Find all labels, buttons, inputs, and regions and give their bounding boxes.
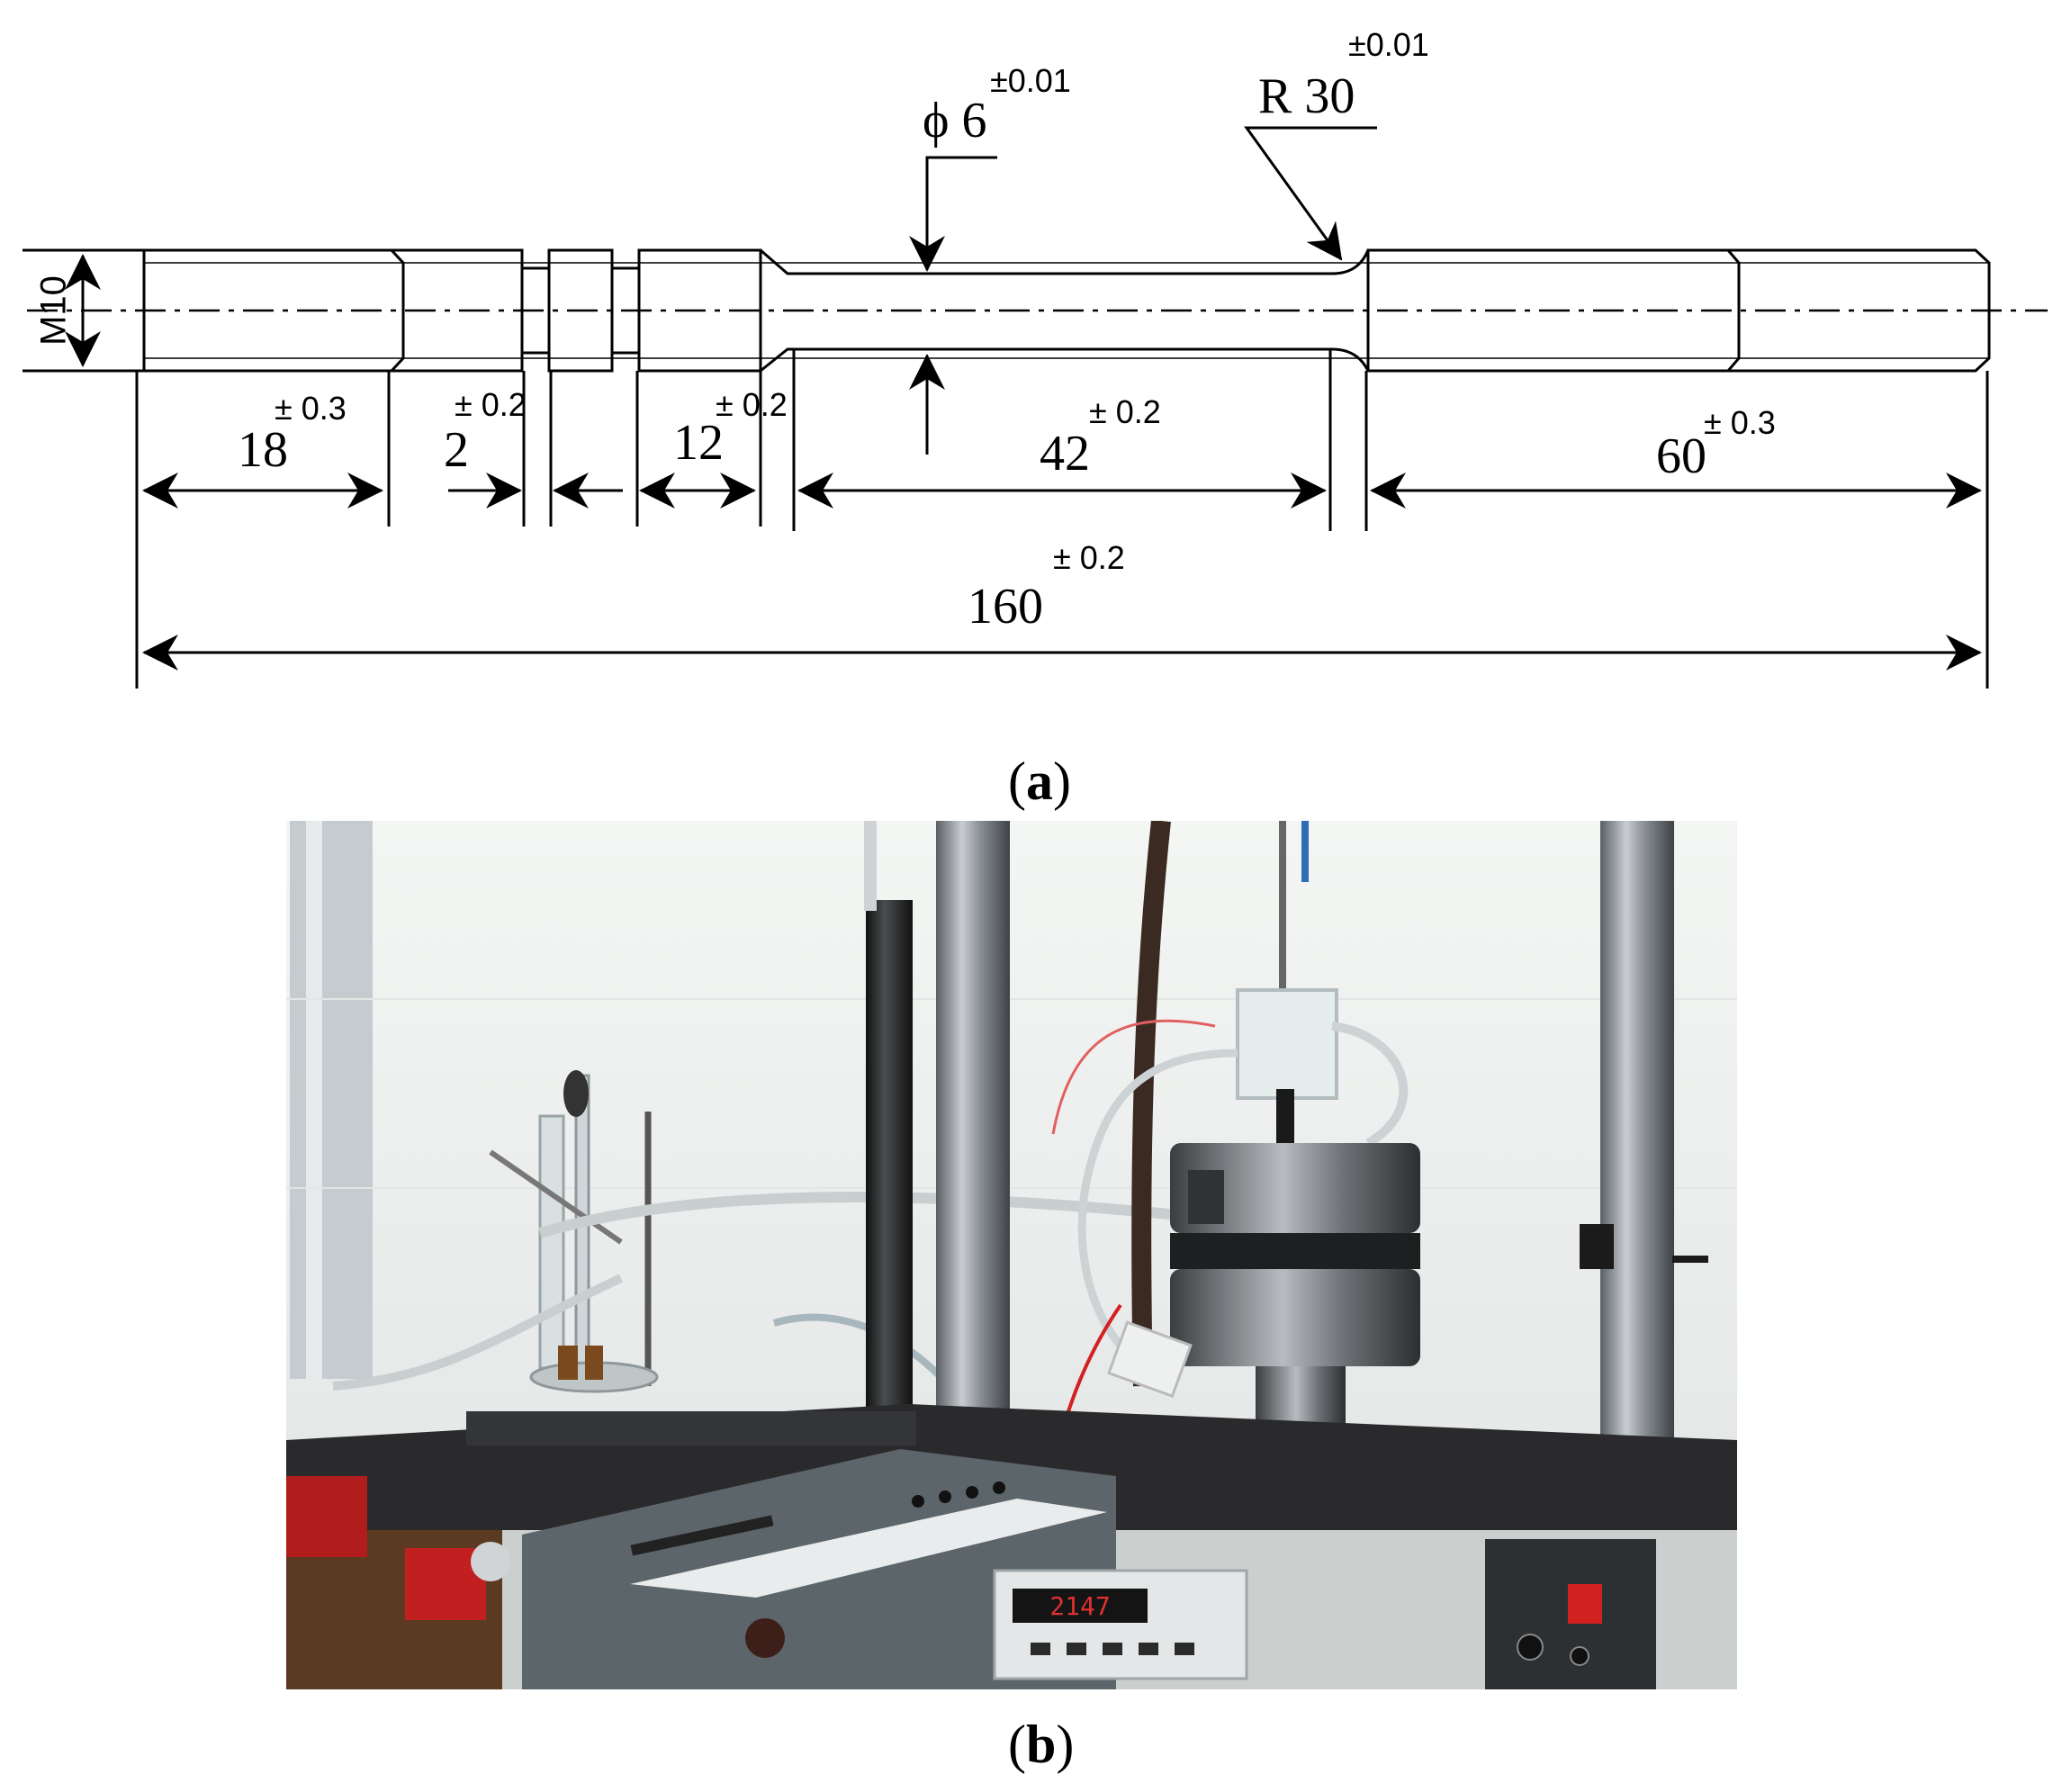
dim-tol-160: ± 0.2 xyxy=(1053,539,1125,576)
dim-tol-18: ± 0.3 xyxy=(275,390,347,427)
power-supply xyxy=(1485,1539,1656,1689)
thread-label: M10 xyxy=(34,275,74,346)
right-column xyxy=(1600,821,1674,1487)
dim-tol-42: ± 0.2 xyxy=(1089,393,1161,430)
dim-value-2: 2 xyxy=(444,422,469,478)
specimen-drawing xyxy=(23,126,2048,689)
dim-value-60: 60 xyxy=(1656,428,1706,484)
dim-value-18: 18 xyxy=(238,422,288,478)
diameter-leader xyxy=(909,156,997,272)
dim-value-160: 160 xyxy=(968,579,1043,635)
rear-column xyxy=(866,900,913,1449)
test-rig-photo: 2147 xyxy=(286,821,1737,1689)
multimeter-readout: 2147 xyxy=(1049,1591,1110,1621)
diameter-value: ϕ 6 xyxy=(923,93,986,149)
specimen-grip xyxy=(1170,1143,1420,1465)
caption-a: (a) xyxy=(1008,752,1071,811)
electrochemical-cell xyxy=(489,1070,659,1393)
radius-tolerance: ±0.01 xyxy=(1348,26,1429,63)
left-column xyxy=(936,821,1010,1451)
radius-leader xyxy=(1244,126,1377,261)
corrosion-chamber xyxy=(1236,988,1338,1100)
dim-tol-60: ± 0.3 xyxy=(1704,404,1776,441)
digital-multimeter: 2147 xyxy=(993,1569,1248,1680)
diameter-tolerance: ±0.01 xyxy=(990,62,1071,99)
dim-value-12: 12 xyxy=(673,415,724,471)
dim-tol-2: ± 0.2 xyxy=(455,386,527,423)
dim-tol-12: ± 0.2 xyxy=(716,386,788,423)
dim-value-42: 42 xyxy=(1040,426,1090,482)
caption-b: (b) xyxy=(1008,1715,1074,1774)
radius-value: R 30 xyxy=(1258,68,1355,124)
chart-recorder xyxy=(522,1449,1116,1689)
